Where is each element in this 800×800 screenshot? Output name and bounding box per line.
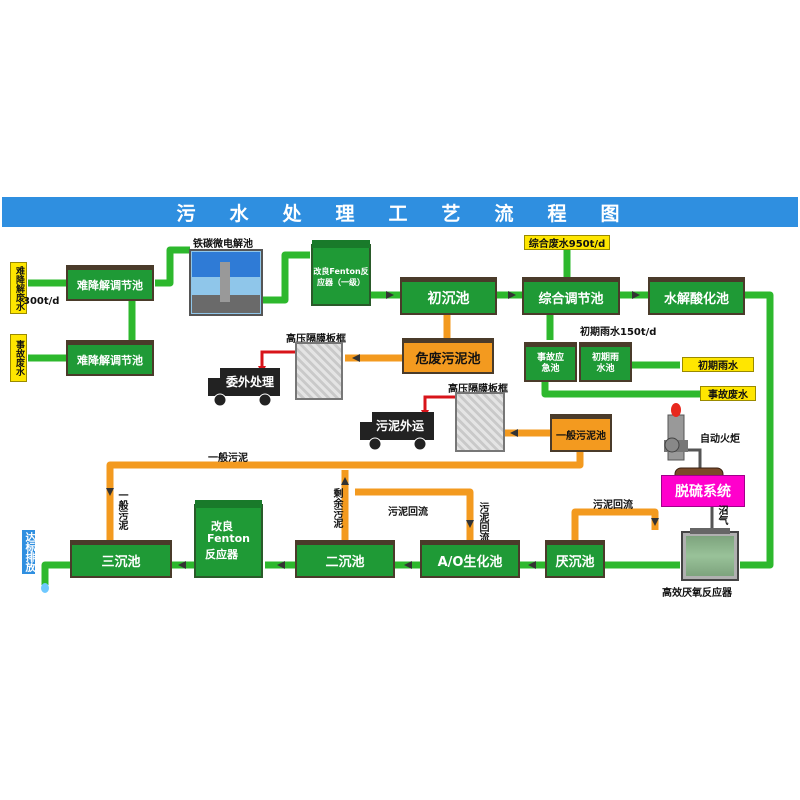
pipe-return-anaerobic <box>571 508 659 540</box>
label-sludge-return-1: 污泥回流 <box>388 507 428 518</box>
arrow-fenton-primary <box>386 291 394 299</box>
label-truck-outsource: 委外处理 <box>226 375 275 389</box>
input-nanjiang-flow: 300t/d <box>23 296 60 307</box>
tank-ao-bio: A/O生化池 <box>420 540 520 578</box>
arrow-excess-sludge <box>341 477 349 485</box>
truck-outsource-icon <box>208 368 280 407</box>
pipe-filter2-to-truck <box>423 395 455 412</box>
anaerobic-reactor-icon <box>681 528 739 581</box>
input-nanjiang-label: 难降解废水 <box>10 262 27 314</box>
label-fenton-1: 改良Fenton反应器（一级） <box>313 267 369 287</box>
label-sludge-return-3: 污泥回流 <box>593 500 633 511</box>
tank-general-sludge: 一般污泥池 <box>550 414 612 452</box>
tank-anaerobic-settling: 厌沉池 <box>545 540 605 578</box>
label-sludge-return-2: 污泥回流 <box>477 502 488 542</box>
desulfurization-system: 脱硫系统 <box>661 475 745 507</box>
tank-hazardous-sludge: 危废污泥池 <box>402 338 494 374</box>
label-filter-press-1: 高压隔膜板框 <box>286 334 346 345</box>
filter-press-2 <box>455 392 505 452</box>
hazardous-pipes <box>260 350 455 412</box>
arrow-fenton2-tertiary <box>178 561 186 569</box>
iron-carbon-tank <box>189 249 263 316</box>
tank-secondary-settling: 二沉池 <box>295 540 395 578</box>
tank-primary-settling: 初沉池 <box>400 277 497 315</box>
tank-rain-pool: 初期雨水池 <box>579 342 632 382</box>
fenton-reactor-1 <box>311 240 371 306</box>
arrow-secondary-fenton2 <box>277 561 285 569</box>
arrow-ao-secondary <box>404 561 412 569</box>
label-anaerobic-reactor: 高效厌氧反应器 <box>662 588 732 599</box>
arrow-general-sludge <box>106 488 114 496</box>
page-title: 污水处理工艺流程图 <box>176 202 654 225</box>
discharge-drop-icon <box>41 583 49 593</box>
input-accident-right: 事故废水 <box>700 386 756 401</box>
label-discharge: 达标排放 <box>22 530 35 574</box>
pipe-tertiary-out <box>41 561 70 585</box>
label-filter-press-2: 高压隔膜板框 <box>448 384 508 395</box>
fenton-reactor-2 <box>194 500 263 578</box>
arrow-settle-ao <box>528 561 536 569</box>
pipe-filter1-to-truck <box>260 350 300 368</box>
arrow-hazardous <box>352 354 360 362</box>
label-excess-sludge: 剩余污泥 <box>331 488 342 528</box>
label-general-sludge-line: 一般污泥 <box>208 453 248 464</box>
arrow-return-anaerobic <box>651 518 659 526</box>
pipe-ironcarbon-to-fenton <box>262 251 310 304</box>
arrow-filter2-pool <box>510 429 518 437</box>
label-truck-transport: 污泥外运 <box>376 419 425 433</box>
truck-transport-icon <box>360 412 434 451</box>
tank-tertiary-settling: 三沉池 <box>70 540 172 578</box>
label-fenton-2-line3: 反应器 <box>205 548 238 561</box>
arrow-comp-hydro <box>632 291 640 299</box>
flare-icon <box>664 403 688 461</box>
label-general-sludge-vertical: 一般污泥 <box>116 490 127 530</box>
pipe-tank1-to-ironcarbon <box>155 246 190 287</box>
filter-press-1 <box>295 342 343 400</box>
label-biogas: 沼气 <box>716 505 727 525</box>
pipe-hydro-to-anaerobic <box>740 291 774 569</box>
tank-nanjiang-2: 难降解调节池 <box>66 340 154 376</box>
label-flare: 自动火炬 <box>700 434 740 445</box>
tank-accident-pool: 事故应急池 <box>524 342 577 382</box>
tank-comprehensive: 综合调节池 <box>522 277 620 315</box>
input-comprehensive: 综合废水950t/d <box>524 235 610 250</box>
pipe-tank2-to-tank1 <box>128 300 136 344</box>
tank-hydrolysis: 水解酸化池 <box>648 277 745 315</box>
label-iron-carbon: 铁碳微电解池 <box>193 239 253 250</box>
title-banner: 污水处理工艺流程图 <box>2 197 798 227</box>
input-accident-label: 事故废水 <box>10 334 27 382</box>
arrow-return-ao <box>466 520 474 528</box>
pipe-accident-right-in <box>541 380 700 398</box>
arrow-primary-comp <box>508 291 516 299</box>
tank-nanjiang-1: 难降解调节池 <box>66 265 154 301</box>
input-initial-rain: 初期雨水 <box>682 357 754 372</box>
pipe-general-sludge-main <box>106 440 584 540</box>
input-initial-rain-flow: 初期雨水150t/d <box>580 327 657 338</box>
label-fenton-2-line2: Fenton <box>207 532 251 545</box>
label-fenton-2-line1: 改良 <box>211 520 233 533</box>
